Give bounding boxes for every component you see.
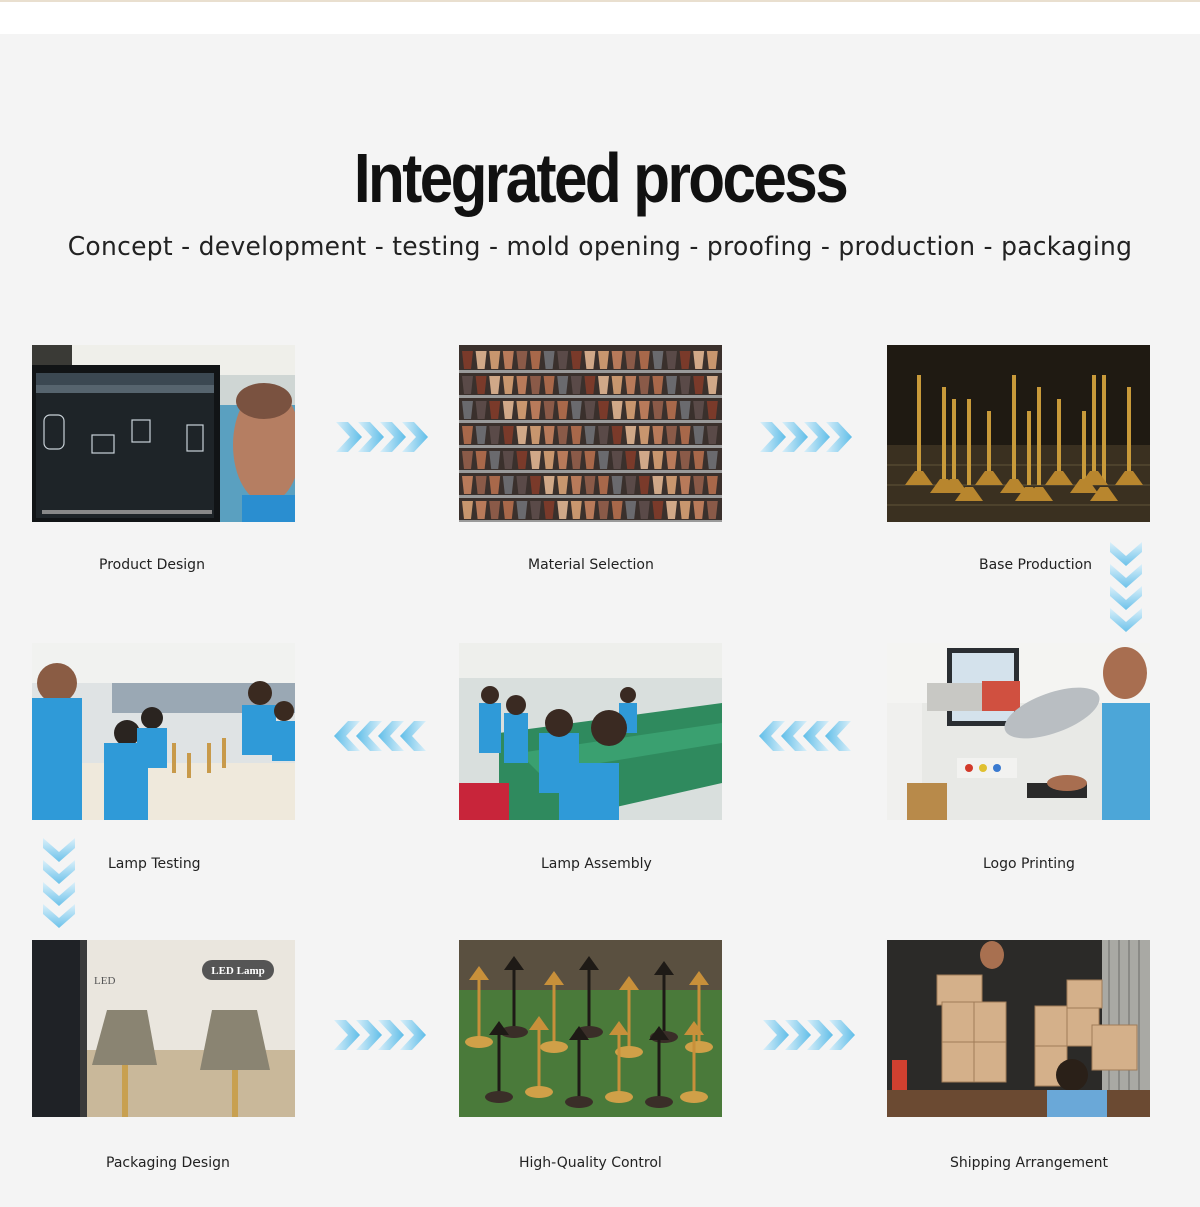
chevron-left-icon — [757, 718, 853, 754]
top-band — [0, 0, 1200, 34]
chevron-right-icon — [334, 419, 430, 455]
material-selection-photo — [459, 345, 722, 522]
chevron-right-icon — [761, 1017, 857, 1053]
packaging-design-photo: LED Lamp LED — [32, 940, 295, 1117]
page-title: Integrated process — [353, 139, 849, 217]
brand-text: LED Lamp — [211, 965, 265, 977]
assembly-line-icon — [459, 643, 722, 820]
shipping-arrangement-photo — [887, 940, 1150, 1117]
led-text: LED — [94, 975, 115, 987]
chevron-right-icon — [758, 419, 854, 455]
step-label-logo-printing: Logo Printing — [983, 856, 1075, 872]
quality-control-photo — [459, 940, 722, 1117]
chevron-down-icon — [1108, 540, 1144, 632]
step-label-material-selection: Material Selection — [528, 557, 654, 573]
lampshade-shelves-icon — [459, 345, 722, 522]
logo-printing-photo — [887, 643, 1150, 820]
brand-badge — [202, 960, 274, 980]
laser-printer-icon — [887, 643, 1150, 820]
testing-workers-icon — [32, 643, 295, 820]
step-label-packaging-design: Packaging Design — [106, 1155, 230, 1171]
step-label-product-design: Product Design — [99, 557, 205, 573]
led-lamp-box-icon: LED Lamp LED — [32, 940, 295, 1117]
step-label-lamp-assembly: Lamp Assembly — [541, 856, 652, 872]
shipping-boxes-icon — [887, 940, 1150, 1117]
metal-bases-icon — [887, 345, 1150, 522]
product-design-photo — [32, 345, 295, 522]
chevron-left-icon — [332, 718, 428, 754]
step-label-lamp-testing: Lamp Testing — [108, 856, 201, 872]
chevron-down-icon — [41, 836, 77, 928]
step-label-base-production: Base Production — [979, 557, 1093, 573]
page-subtitle: Concept - development - testing - mold o… — [67, 232, 1133, 262]
lamp-testing-photo — [32, 643, 295, 820]
chevron-right-icon — [332, 1017, 428, 1053]
step-label-high-quality-control: High-Quality Control — [519, 1155, 662, 1171]
lamp-inspection-icon — [459, 940, 722, 1117]
cad-workstation-icon — [32, 345, 295, 522]
step-label-shipping-arrangement: Shipping Arrangement — [950, 1155, 1108, 1171]
base-production-photo — [887, 345, 1150, 522]
lamp-assembly-photo — [459, 643, 722, 820]
